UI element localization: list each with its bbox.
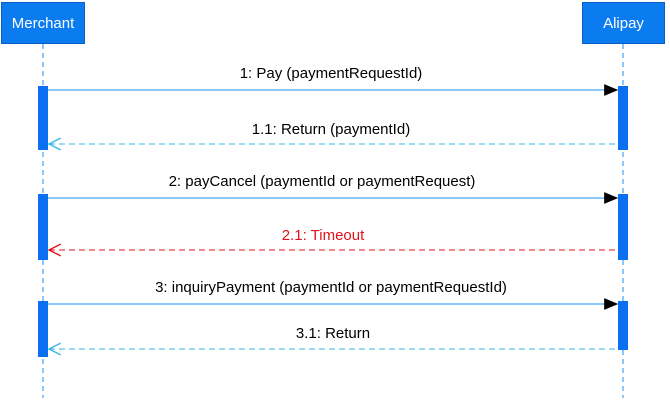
merchant-activation-1: [38, 86, 48, 150]
alipay-activation-1: [618, 86, 628, 150]
participant-merchant: Merchant: [1, 2, 85, 44]
participant-alipay-label: Alipay: [603, 14, 644, 32]
message-1-label: 1: Pay (paymentRequestId): [240, 65, 423, 82]
message-2-label: 2: payCancel (paymentId or paymentReques…: [169, 173, 476, 190]
participant-merchant-label: Merchant: [11, 14, 75, 32]
merchant-activation-2: [38, 194, 48, 260]
alipay-activation-2: [618, 194, 628, 260]
message-2-1-label: 2.1: Timeout: [282, 227, 365, 244]
merchant-activation-3: [38, 301, 48, 357]
alipay-activation-3: [618, 301, 628, 350]
message-1-1-label: 1.1: Return (paymentId): [252, 121, 410, 138]
participant-alipay: Alipay: [582, 2, 665, 44]
message-3-1-label: 3.1: Return: [296, 325, 370, 342]
message-3-label: 3: inquiryPayment (paymentId or paymentR…: [155, 279, 507, 296]
